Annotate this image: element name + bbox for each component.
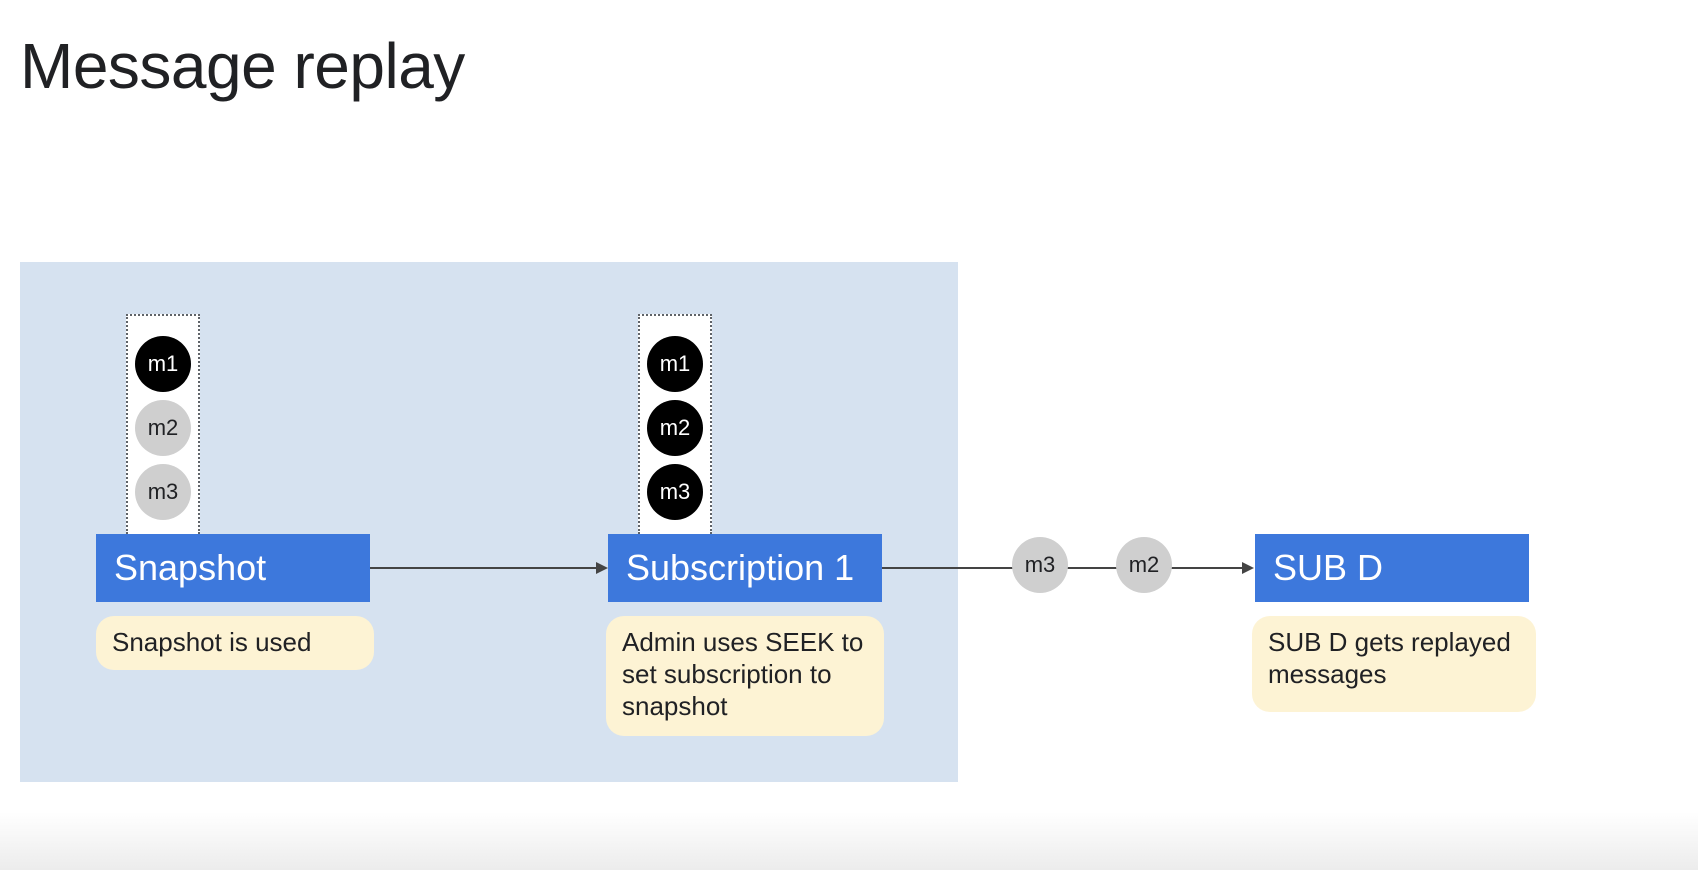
- subscription-message-m3: m3: [647, 464, 703, 520]
- subd-note: SUB D gets replayed messages: [1252, 616, 1536, 712]
- subscription-note: Admin uses SEEK to set subscription to s…: [606, 616, 884, 736]
- subscription-message-m2: m2: [647, 400, 703, 456]
- snapshot-message-m2: m2: [135, 400, 191, 456]
- subd-node: SUB D: [1255, 534, 1529, 602]
- snapshot-message-m3: m3: [135, 464, 191, 520]
- footer-bar: [0, 812, 1698, 870]
- snapshot-queue: m1 m2 m3: [126, 314, 200, 534]
- snapshot-node: Snapshot: [96, 534, 370, 602]
- subscription-queue: m1 m2 m3: [638, 314, 712, 534]
- subscription-node: Subscription 1: [608, 534, 882, 602]
- snapshot-note: Snapshot is used: [96, 616, 374, 670]
- page-title: Message replay: [20, 30, 465, 102]
- in-flight-message-m2: m2: [1116, 537, 1172, 593]
- in-flight-message-m3: m3: [1012, 537, 1068, 593]
- subscription-message-m1: m1: [647, 336, 703, 392]
- snapshot-message-m1: m1: [135, 336, 191, 392]
